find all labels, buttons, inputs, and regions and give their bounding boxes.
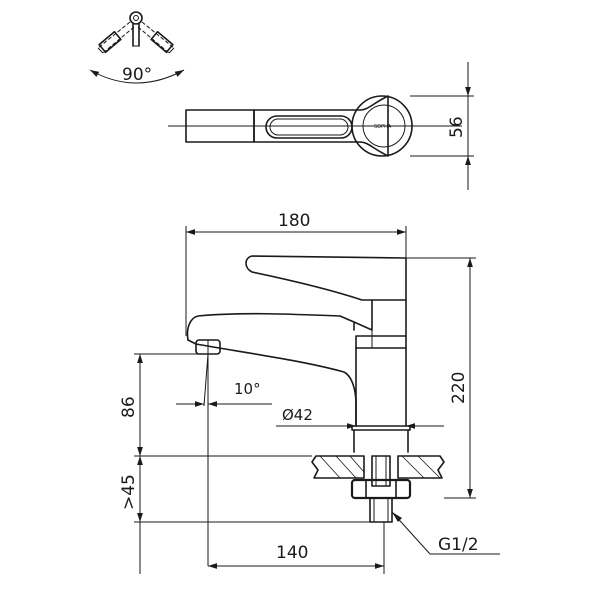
spout-angle-dimension: 10° — [234, 380, 261, 398]
brand-logo-text: SOPHA — [374, 124, 392, 130]
rotation-angle-label: 90° — [122, 65, 152, 85]
thread-size-label: G1/2 — [438, 535, 479, 555]
spout-body — [186, 299, 373, 341]
spout-height-dimension: 86 — [119, 396, 139, 418]
reach-dimension: 140 — [276, 543, 308, 563]
body-diameter-dimension: Ø42 — [282, 406, 313, 424]
overall-height-dimension: 220 — [449, 372, 469, 404]
left-handle-position — [97, 21, 135, 54]
faucet-top-view: SOPHA 56 — [168, 62, 474, 190]
mounting-shank — [350, 455, 412, 523]
right-handle-position — [137, 21, 175, 54]
faucet-front-view: 180 10° Ø42 — [119, 211, 500, 574]
lever-handle — [245, 255, 407, 301]
top-width-dimension: 56 — [447, 116, 467, 138]
countertop-section — [311, 455, 445, 479]
overall-length-dimension: 180 — [278, 211, 310, 231]
handle-rotation-detail: 90° — [89, 11, 185, 85]
deck-thickness-dimension: >45 — [119, 474, 139, 510]
